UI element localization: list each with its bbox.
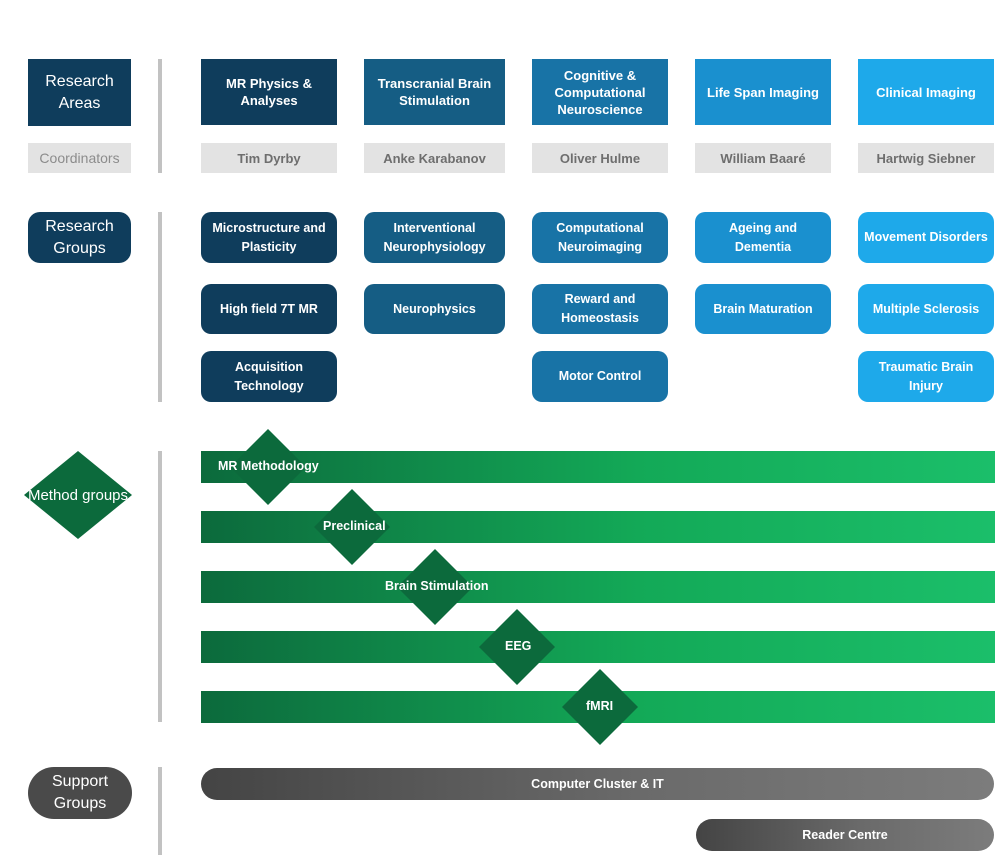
group-acquisition-technology: Acquisition Technology: [201, 351, 337, 402]
method-diamond-fmri: [562, 669, 638, 745]
method-label-fmri: fMRI: [586, 699, 614, 713]
separator-methods: [158, 451, 162, 722]
research-groups-label: Research Groups: [28, 212, 131, 263]
group-motor-control: Motor Control: [532, 351, 668, 402]
area-mr-physics: MR Physics & Analyses: [201, 59, 337, 125]
group-high-field-7t-mr: High field 7T MR: [201, 284, 337, 334]
separator-areas: [158, 59, 162, 173]
method-label-eeg: EEG: [505, 639, 532, 653]
coordinator-anke-karabanov: Anke Karabanov: [364, 143, 505, 173]
method-label-brain-stimulation: Brain Stimulation: [385, 579, 489, 593]
area-life-span-imaging: Life Span Imaging: [695, 59, 831, 125]
method-diamond-eeg: [479, 609, 555, 685]
method-diamond-preclinical: [314, 489, 390, 565]
method-groups-diamond-shape: [24, 451, 132, 539]
coordinator-william-baare: William Baaré: [695, 143, 831, 173]
method-bar-mr-methodology: [201, 451, 995, 483]
research-areas-label: Research Areas: [28, 59, 131, 126]
coordinator-hartwig-siebner: Hartwig Siebner: [858, 143, 994, 173]
method-groups-label: Method groups: [27, 486, 129, 504]
group-computational-neuroimaging: Computational Neuroimaging: [532, 212, 668, 263]
separator-groups: [158, 212, 162, 402]
support-groups-label: Support Groups: [28, 767, 132, 819]
group-interventional-neurophysiology: Interventional Neurophysiology: [364, 212, 505, 263]
area-clinical-imaging: Clinical Imaging: [858, 59, 994, 125]
separator-support: [158, 767, 162, 855]
area-transcranial-brain-stimulation: Transcranial Brain Stimulation: [364, 59, 505, 125]
coordinator-tim-dyrby: Tim Dyrby: [201, 143, 337, 173]
method-diamond-mr-methodology: [230, 429, 306, 505]
group-movement-disorders: Movement Disorders: [858, 212, 994, 263]
coordinator-oliver-hulme: Oliver Hulme: [532, 143, 668, 173]
method-diamond-brain-stimulation: [397, 549, 473, 625]
method-bar-eeg: [201, 631, 995, 663]
method-label-preclinical: Preclinical: [323, 519, 386, 533]
group-microstructure-plasticity: Microstructure and Plasticity: [201, 212, 337, 263]
support-bar-computer-cluster-it: Computer Cluster & IT: [201, 768, 994, 800]
coordinators-label: Coordinators: [28, 143, 131, 173]
group-multiple-sclerosis: Multiple Sclerosis: [858, 284, 994, 334]
method-bar-brain-stimulation: [201, 571, 995, 603]
support-bar-reader-centre: Reader Centre: [696, 819, 994, 851]
method-label-mr-methodology: MR Methodology: [218, 459, 319, 473]
group-ageing-dementia: Ageing and Dementia: [695, 212, 831, 263]
group-reward-homeostasis: Reward and Homeostasis: [532, 284, 668, 334]
area-cognitive-computational-neuroscience: Cognitive & Computational Neuroscience: [532, 59, 668, 125]
group-brain-maturation: Brain Maturation: [695, 284, 831, 334]
group-neurophysics: Neurophysics: [364, 284, 505, 334]
group-traumatic-brain-injury: Traumatic Brain Injury: [858, 351, 994, 402]
